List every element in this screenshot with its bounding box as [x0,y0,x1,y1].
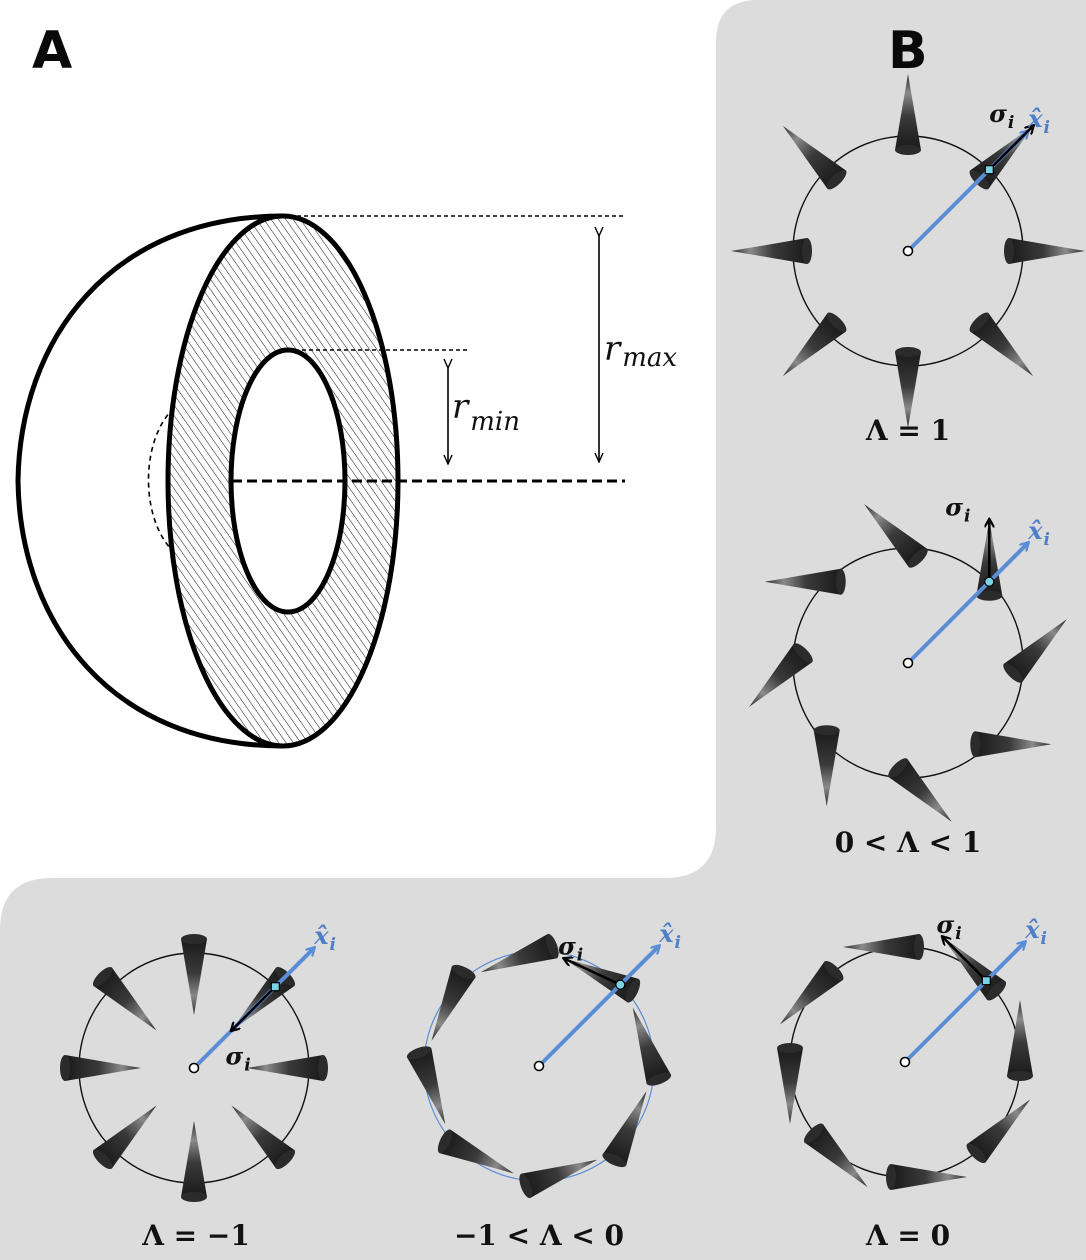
point-marker [984,576,995,587]
config-lambda-1: x̂i σi Λ = 1 [731,74,1085,447]
cone [777,1043,803,1124]
xhat-label: x̂i [658,919,681,953]
cone [966,1099,1031,1164]
cone [437,1129,514,1174]
panel-a-letter: A [32,21,72,81]
caption-lambda-minus-1: Λ = −1 [141,1219,250,1252]
sigma-label: σi [226,1042,251,1076]
cone [779,960,844,1025]
sigma-label: σi [945,493,970,527]
sigma-arrow [988,126,1033,171]
hemisphere-shell [15,213,401,749]
sigma-label: σi [937,910,962,944]
cone [886,1164,967,1190]
cone [602,1091,647,1168]
config-lambda-minus-1: x̂i σi Λ = −1 [60,921,336,1252]
xhat-label: x̂i [1027,516,1050,550]
cone [181,934,207,1015]
point-marker [981,976,991,986]
origin [188,1062,200,1074]
cone [782,312,847,377]
origin [902,657,914,669]
cone [181,1121,207,1202]
cone [803,1123,868,1188]
config-lambda-between-minus1-0: x̂i σi −1 < Λ < 0 [406,919,681,1252]
caption-lambda-1: Λ = 1 [865,414,950,447]
cone [632,1007,672,1086]
cone [895,74,921,155]
sigma-arrow [564,959,621,986]
cone [970,731,1052,758]
caption-lambda-0: Λ = 0 [865,1219,950,1252]
xhat-label: x̂i [313,921,336,955]
caption-lambda-between-0-1: 0 < Λ < 1 [835,826,982,859]
sigma-label: σi [989,99,1014,133]
r-min-label: rmin [452,387,520,437]
cone [92,1105,157,1170]
cone [749,643,813,707]
xhat-arrow [903,942,1025,1064]
dimension-lines [232,215,625,483]
origin [899,1056,911,1068]
cone [782,125,847,190]
cone [731,238,812,264]
cone [813,725,840,807]
cone [1007,1000,1033,1081]
cone [431,964,476,1041]
cone [480,933,559,973]
origin [533,1060,545,1072]
cone [764,568,846,595]
cone [231,1105,296,1170]
config-lambda-0: x̂i σi Λ = 0 [777,910,1047,1252]
origin [902,245,914,257]
cone [92,966,157,1031]
cone [406,1046,446,1125]
xhat-arrow [906,543,1028,665]
cone [864,504,928,568]
cone [247,1055,328,1081]
cone [969,312,1034,377]
configurations: x̂i σi Λ = 1 x̂i σi 0 < Λ < 1 x̂i σi Λ = −1 x̂i σi… [60,74,1085,1252]
cone [843,934,924,960]
cone [895,347,921,428]
cone [60,1055,141,1081]
cone [1004,238,1085,264]
point-marker [984,165,994,175]
hatched-cross-section [167,215,399,747]
sigma-arrow [232,985,277,1031]
shell-hidden-edge [147,407,175,553]
caption-lambda-between-minus1-0: −1 < Λ < 0 [454,1219,624,1252]
cone [519,1159,598,1199]
sigma-label: σi [558,932,583,966]
xhat-arrow [537,946,659,1068]
point-marker [270,982,280,992]
point-marker [615,979,626,990]
sigma-arrow [943,937,988,982]
xhat-label: x̂i [1024,915,1047,949]
panel-b-letter: B [888,21,928,81]
cone [1003,619,1067,683]
xhat-label: x̂i [1027,104,1050,138]
config-lambda-between-0-1: x̂i σi 0 < Λ < 1 [749,493,1067,859]
r-max-label: rmax [604,329,677,373]
cone [888,758,952,822]
cone [564,958,641,1003]
